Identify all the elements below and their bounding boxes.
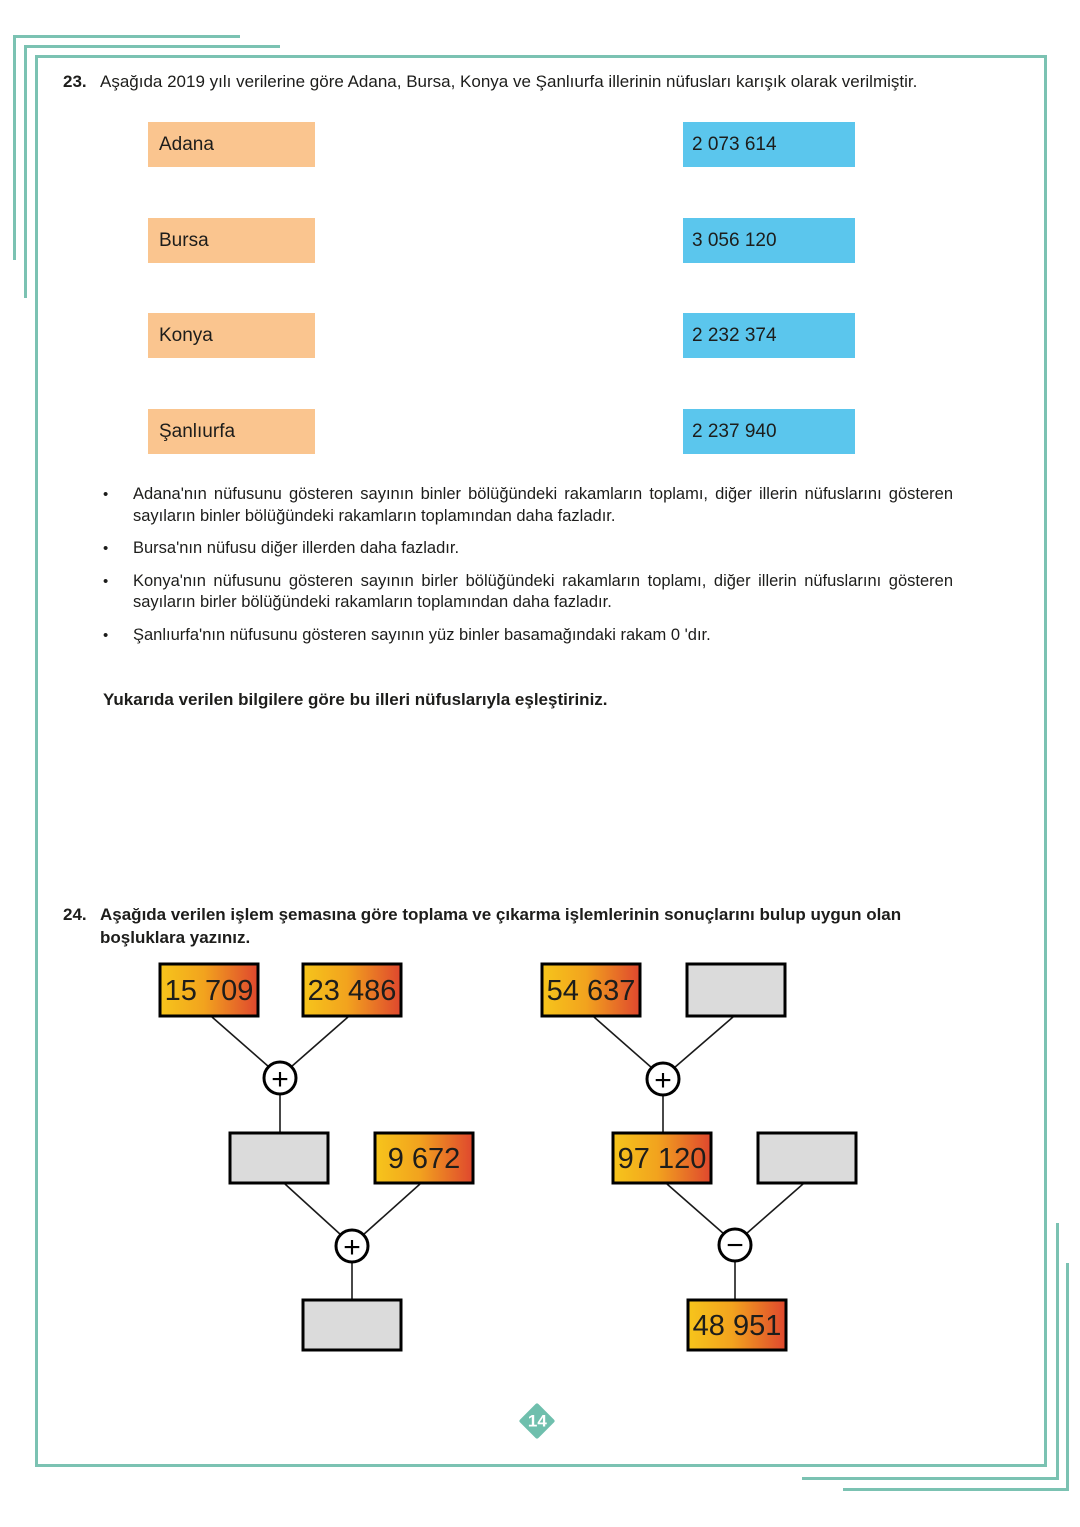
right-minuend-value: 97 120: [618, 1143, 707, 1175]
clue-item-konya: • Konya'nın nüfusunu gösteren sayının bi…: [103, 571, 953, 614]
city-box-adana[interactable]: Adana: [148, 122, 315, 167]
question-24: 24. Aşağıda verilen işlem şemasına göre …: [63, 903, 963, 949]
question-23: 23. Aşağıda 2019 yılı verilerine göre Ad…: [63, 70, 958, 93]
frame-decoration-top-left-inner-v: [24, 45, 27, 298]
left-addend2-value: 23 486: [308, 975, 397, 1007]
right-result-box: [686, 1298, 788, 1352]
connector-line: [362, 1183, 421, 1236]
question-23-instruction: Yukarıda verilen bilgilere göre bu iller…: [103, 690, 608, 709]
city-box-sanliurfa[interactable]: Şanlıurfa: [148, 409, 315, 454]
connector-line: [593, 1016, 653, 1069]
city-label: Bursa: [159, 229, 209, 251]
minus-sign: −: [726, 1229, 744, 1262]
left-sum1-answer-slot[interactable]: [228, 1131, 330, 1185]
question-23-intro: Aşağıda 2019 yılı verilerine göre Adana,…: [100, 72, 918, 91]
connector-line: [211, 1016, 270, 1068]
population-value: 3 056 120: [692, 229, 777, 251]
plus-sign: +: [343, 1231, 361, 1264]
minus-operator-icon: [717, 1227, 753, 1263]
frame-decoration-bottom-right-outer-v: [1066, 1263, 1069, 1491]
frame-decoration-bottom-right-inner-h: [802, 1477, 1059, 1480]
population-box-1[interactable]: 2 073 614: [683, 122, 855, 167]
clue-text: Bursa'nın nüfusu diğer illerden daha faz…: [133, 539, 460, 557]
connector-line: [290, 1016, 349, 1068]
question-23-number: 23.: [63, 72, 87, 91]
left-addend2-box: [301, 962, 403, 1018]
city-label: Konya: [159, 324, 213, 346]
frame-decoration-top-left-outer-h: [13, 35, 240, 38]
left-addend3-value: 9 672: [388, 1143, 461, 1175]
right-addend1-box: [540, 962, 642, 1018]
plus-operator-icon: [334, 1228, 370, 1264]
frame-decoration-bottom-right-inner-v: [1056, 1223, 1059, 1480]
left-final-answer-slot[interactable]: [301, 1298, 403, 1352]
city-box-bursa[interactable]: Bursa: [148, 218, 315, 263]
right-result-value: 48 951: [693, 1310, 782, 1342]
frame-decoration-top-left-inner-h: [24, 45, 280, 48]
plus-operator-icon: [645, 1061, 681, 1097]
clue-text: Adana'nın nüfusunu gösteren sayının binl…: [133, 485, 953, 525]
population-box-4[interactable]: 2 237 940: [683, 409, 855, 454]
question-24-number: 24.: [63, 905, 87, 924]
population-value: 2 073 614: [692, 133, 777, 155]
connector-line: [673, 1016, 734, 1069]
right-subtrahend-answer-slot[interactable]: [756, 1131, 858, 1185]
bullet-icon: •: [103, 486, 109, 503]
city-label: Adana: [159, 133, 214, 155]
clue-item-bursa: • Bursa'nın nüfusu diğer illerden daha f…: [103, 538, 953, 560]
population-box-2[interactable]: 3 056 120: [683, 218, 855, 263]
clue-item-adana: • Adana'nın nüfusunu gösteren sayının bi…: [103, 484, 953, 527]
right-minuend-box: [611, 1131, 713, 1185]
plus-sign: +: [654, 1064, 672, 1097]
connector-line: [284, 1183, 342, 1236]
right-addend2-answer-slot[interactable]: [685, 962, 787, 1018]
connector-line: [745, 1183, 804, 1235]
bullet-icon: •: [103, 572, 109, 590]
population-value: 2 232 374: [692, 324, 777, 346]
plus-sign: +: [271, 1063, 289, 1096]
population-box-3[interactable]: 2 232 374: [683, 313, 855, 358]
left-addend1-value: 15 709: [165, 975, 254, 1007]
clue-text: Konya'nın nüfusunu gösteren sayının birl…: [133, 571, 953, 612]
clue-item-sanliurfa: • Şanlıurfa'nın nüfusunu gösteren sayını…: [103, 625, 953, 647]
clue-text: Şanlıurfa'nın nüfusunu gösteren sayının …: [133, 625, 711, 644]
right-addend1-value: 54 637: [547, 975, 636, 1007]
page-number: 14: [527, 1410, 547, 1430]
page-border: [35, 55, 1047, 1467]
clue-list: • Adana'nın nüfusunu gösteren sayının bi…: [103, 484, 953, 657]
frame-decoration-top-left-outer-v: [13, 35, 16, 260]
city-box-konya[interactable]: Konya: [148, 313, 315, 358]
frame-decoration-bottom-right-outer-h: [843, 1488, 1069, 1491]
plus-operator-icon: [262, 1060, 298, 1096]
city-label: Şanlıurfa: [159, 420, 236, 442]
question-24-instruction: Aşağıda verilen işlem şemasına göre topl…: [100, 905, 902, 947]
population-value: 2 237 940: [692, 420, 777, 442]
connector-line: [666, 1183, 725, 1235]
bullet-icon: •: [103, 626, 109, 644]
bullet-icon: •: [103, 540, 109, 557]
left-addend3-box: [373, 1131, 475, 1185]
left-addend1-box: [158, 962, 260, 1018]
